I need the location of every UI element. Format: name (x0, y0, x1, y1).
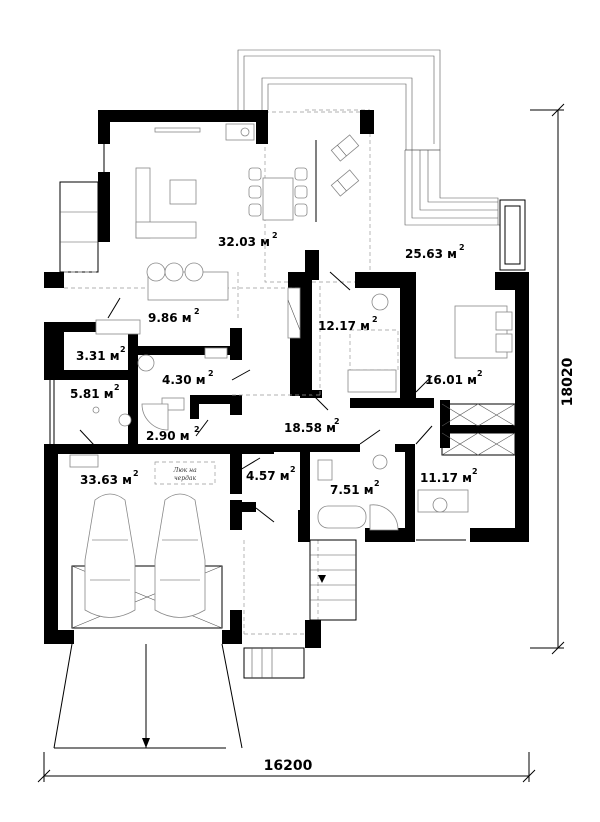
svg-text:5.81 м: 5.81 м (70, 387, 114, 401)
deck-chairs (330, 134, 360, 197)
area-label-garage: 33.63 м 2 (80, 469, 139, 487)
svg-text:2: 2 (194, 425, 200, 434)
area-label-shower: 2.90 м 2 (146, 425, 200, 443)
area-label-bedroom-second: 11.17 м 2 (420, 467, 478, 485)
svg-text:2.90 м: 2.90 м (146, 429, 190, 443)
svg-text:2: 2 (472, 467, 478, 476)
area-label-terrace: 25.63 м 2 (405, 243, 465, 261)
svg-text:11.17 м: 11.17 м (420, 471, 472, 485)
svg-text:чердак: чердак (174, 475, 197, 482)
dimension-height-line (530, 103, 565, 655)
svg-text:4.30 м: 4.30 м (162, 373, 206, 387)
svg-text:Люк на: Люк на (172, 467, 197, 474)
svg-text:3.31 м: 3.31 м (76, 349, 120, 363)
hall-furniture (287, 287, 399, 393)
bathroom-fixtures (92, 397, 399, 531)
bedroom-second-furniture (417, 432, 516, 513)
area-label-pantry: 3.31 м 2 (76, 345, 126, 363)
dashed-boundaries (49, 144, 321, 635)
bedroom-main-furniture (441, 305, 516, 427)
svg-text:7.51 м: 7.51 м (330, 483, 374, 497)
area-label-living: 32.03 м 2 (218, 231, 278, 249)
attic-hatch-note: Люк на чердак (172, 467, 197, 482)
dimension-height-label: 18020 (560, 357, 576, 406)
area-label-bathroom: 7.51 м 2 (330, 479, 380, 497)
walls (44, 110, 529, 648)
dimension-width-label: 16200 (264, 758, 313, 774)
svg-text:4.57 м: 4.57 м (246, 469, 290, 483)
area-label-kitchen: 9.86 м 2 (148, 307, 200, 325)
svg-text:2: 2 (133, 469, 139, 478)
area-label-hall-upper: 12.17 м 2 (318, 315, 378, 333)
svg-text:2: 2 (272, 231, 278, 240)
svg-text:2: 2 (477, 369, 483, 378)
svg-text:9.86 м: 9.86 м (148, 311, 192, 325)
dimension-width-line (37, 752, 536, 783)
area-label-bath-small: 4.30 м 2 (162, 369, 214, 387)
svg-text:18.58 м: 18.58 м (284, 421, 336, 435)
svg-text:33.63 м: 33.63 м (80, 473, 132, 487)
steps (243, 539, 357, 679)
svg-text:25.63 м: 25.63 м (405, 247, 457, 261)
area-label-corridor: 18.58 м 2 (284, 417, 340, 435)
svg-text:32.03 м: 32.03 м (218, 235, 270, 249)
svg-text:2: 2 (372, 315, 378, 324)
svg-text:2: 2 (114, 383, 120, 392)
doors (79, 271, 466, 541)
living-furniture (135, 123, 317, 239)
svg-text:2: 2 (120, 345, 126, 354)
svg-text:12.17 м: 12.17 м (318, 319, 370, 333)
svg-text:2: 2 (194, 307, 200, 316)
svg-text:2: 2 (334, 417, 340, 426)
left-porch (59, 181, 99, 273)
area-label-bedroom-main: 16.01 м 2 (425, 369, 483, 387)
svg-text:2: 2 (290, 465, 296, 474)
svg-text:2: 2 (459, 243, 465, 252)
area-label-vestibule: 4.57 м 2 (246, 465, 296, 483)
svg-text:2: 2 (374, 479, 380, 488)
garage (53, 454, 243, 749)
svg-text:16.01 м: 16.01 м (425, 373, 477, 387)
area-label-boiler: 5.81 м 2 (70, 383, 120, 401)
terrace-outline (237, 49, 526, 271)
kitchen-furniture (95, 262, 229, 372)
svg-text:2: 2 (208, 369, 214, 378)
